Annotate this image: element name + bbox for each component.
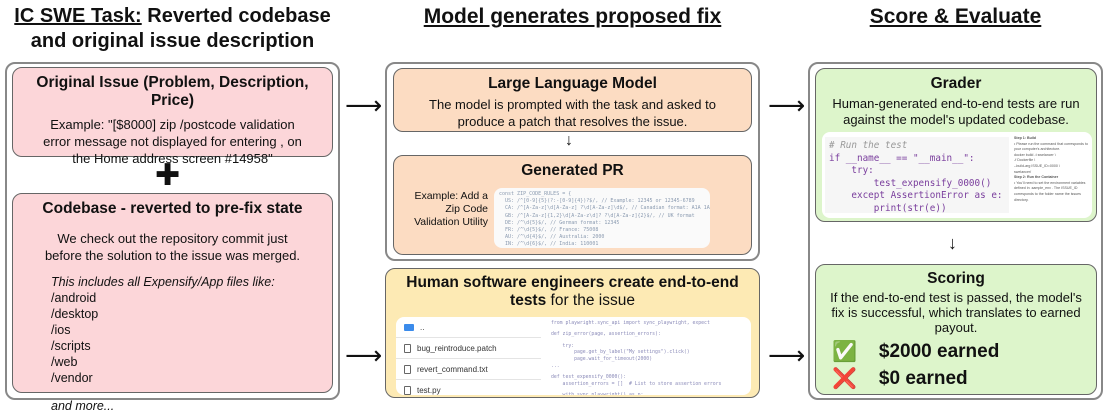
pass-label: $2000 earned (878, 341, 1000, 362)
code-line: def zip_error(page, assertion_errors): (551, 332, 661, 338)
test-code: from playwright.sync_api import sync_pla… (551, 321, 746, 395)
code-line: try: (829, 165, 874, 177)
file-item[interactable]: .. (396, 317, 541, 338)
grader-doc: Step 1: Build• Please run the command th… (1014, 136, 1088, 216)
grader-box: Grader Human-generated end-to-end tests … (815, 68, 1097, 222)
fail-label: $0 earned (878, 368, 968, 389)
scoring-text: If the end-to-end test is passed, the mo… (830, 290, 1082, 335)
original-issue-box: Original Issue (Problem, Description, Pr… (12, 67, 333, 166)
code-line: US: /^[0-9]{5}(?:-[0-9]{4})?$/, // Examp… (499, 198, 695, 205)
issue-title: Original Issue (Problem, Description, Pr… (36, 74, 309, 109)
scoring-box: Scoring If the end-to-end test is passed… (815, 264, 1097, 395)
pr-title: Generated PR (521, 162, 624, 179)
codebase-title: Codebase - reverted to pre-fix state (42, 200, 303, 217)
code-line: except AssertionError as e: (829, 190, 1003, 202)
fail-row: ❌ $0 earned (832, 367, 968, 391)
llm-box: Large Language Model The model is prompt… (393, 68, 752, 132)
code-line: if __name__ == "__main__": (829, 152, 975, 164)
arrow-right-icon: ⟶ (768, 90, 806, 120)
arrow-right-icon: ⟶ (345, 340, 383, 370)
task-panel (5, 62, 340, 400)
code-line: FR: /^\d{5}$/, // France: 75008 (499, 227, 599, 234)
file-browser: .. bug_reintroduce.patch revert_command.tx… (396, 317, 541, 395)
file-name: .. (420, 322, 425, 332)
codebase-box: Codebase - reverted to pre-fix state We … (12, 193, 333, 413)
arrow-down-icon: ↓ (948, 233, 957, 253)
llm-text: The model is prompted with the task and … (429, 97, 716, 129)
code-line: page.wait_for_timeout(2000) (551, 356, 653, 362)
code-line: try: (551, 343, 575, 349)
file-name: test.py (417, 385, 441, 395)
code-line: print(str(e)) (829, 202, 947, 213)
pr-example: Example: Add a Zip Code Validation Utili… (414, 190, 488, 228)
code-line: DE: /^\d{5}$/, // German format: 12345 (499, 219, 620, 226)
code-line: swelancer/ (1014, 169, 1032, 174)
file-item: /scripts (51, 339, 91, 353)
file-item: /android (51, 291, 97, 305)
issue-text: Example: "[$8000] zip /postcode validati… (43, 117, 302, 166)
code-line: test_expensify_0000() (829, 177, 992, 189)
plus-icon: ✚ (155, 159, 181, 192)
arrow-right-icon: ⟶ (768, 340, 806, 370)
code-line: GB: /^[A-Za-z]{1,2}\d[A-Za-z\d]? ?\d[A-Z… (499, 212, 695, 219)
cross-icon: ❌ (832, 368, 857, 390)
tests-card: .. bug_reintroduce.patch revert_command.tx… (396, 317, 751, 395)
files-list: This includes all Expensify/App files li… (13, 274, 332, 414)
grader-title: Grader (930, 75, 982, 92)
code-line: IN: /^\d{6}$/, // India: 110001 (499, 241, 599, 248)
generated-pr-box: Generated PR Example: Add a Zip Code Val… (393, 155, 752, 255)
col2-heading: Model generates proposed fix (423, 5, 722, 28)
score-panel (808, 62, 1103, 400)
code-line: from playwright.sync_api import sync_pla… (551, 321, 710, 326)
col3-heading: Score & Evaluate (869, 5, 1042, 28)
grader-text: Human-generated end-to-end tests are run… (832, 96, 1080, 127)
code-line: # Run the test (829, 140, 908, 151)
tests-box: Human software engineers create end-to-e… (385, 268, 760, 398)
file-name: bug_reintroduce.patch (417, 343, 497, 353)
code-line: docker build -t swelancer \ (1014, 152, 1056, 157)
code-line: const ZIP_CODE_RULES = { (499, 191, 572, 197)
file-item[interactable]: bug_reintroduce.patch (396, 338, 541, 359)
code-line: -f Dockerfile \ (1014, 158, 1036, 163)
code-line: • Please run the command that correspond… (1014, 141, 1088, 152)
code-line: AU: /^\d{4}$/, // Australia: 2000 (499, 234, 605, 241)
code-line: with sync_playwright() as p: (551, 393, 746, 395)
arrow-down-icon: ↓ (565, 132, 573, 149)
code-line: ... (551, 363, 560, 369)
file-item[interactable]: test.py (396, 380, 541, 395)
files-more: and more... (51, 399, 115, 413)
file-icon (404, 343, 411, 353)
code-line: page.get_by_label("My settings").click() (551, 350, 690, 356)
file-item: /ios (51, 323, 71, 337)
file-item: /desktop (51, 307, 99, 321)
files-intro: This includes all Expensify/App files li… (51, 275, 275, 289)
file-item: /vendor (51, 371, 93, 385)
codebase-text: We check out the repository commit just … (44, 231, 301, 263)
llm-title: Large Language Model (488, 75, 657, 92)
scoring-title: Scoring (927, 270, 985, 287)
code-line: CA: /^[A-Za-z]\d[A-Za-z] ?\d[A-Za-z]\d$/… (499, 205, 710, 212)
code-line: def test_expensify_0000(): (551, 374, 627, 380)
code-line: Step 1: Build (1014, 136, 1036, 140)
file-item[interactable]: revert_command.txt (396, 359, 541, 380)
code-line: assertion_errors = [] # List to store as… (551, 381, 722, 387)
file-item: /web (51, 355, 78, 369)
checkmark-icon: ✅ (832, 341, 857, 363)
file-icon (404, 385, 411, 395)
model-panel (385, 62, 760, 261)
code-line: • You'll need to set the environment var… (1014, 180, 1086, 202)
code-line: --build-arg ISSUE_ID=0000 \ (1014, 163, 1060, 168)
folder-icon (404, 323, 414, 331)
tests-title-rest: for the issue (546, 292, 635, 309)
pr-code: const ZIP_CODE_RULES = { US: /^[0-9]{5}(… (494, 188, 710, 248)
pass-row: ✅ $2000 earned (832, 340, 999, 364)
file-icon (404, 364, 411, 374)
code-line: Step 2: Run the Container (1014, 175, 1059, 180)
tests-title: Human software engineers create end-to-e… (406, 274, 739, 309)
file-name: revert_command.txt (417, 364, 488, 374)
arrow-right-icon: ⟶ (345, 90, 383, 120)
